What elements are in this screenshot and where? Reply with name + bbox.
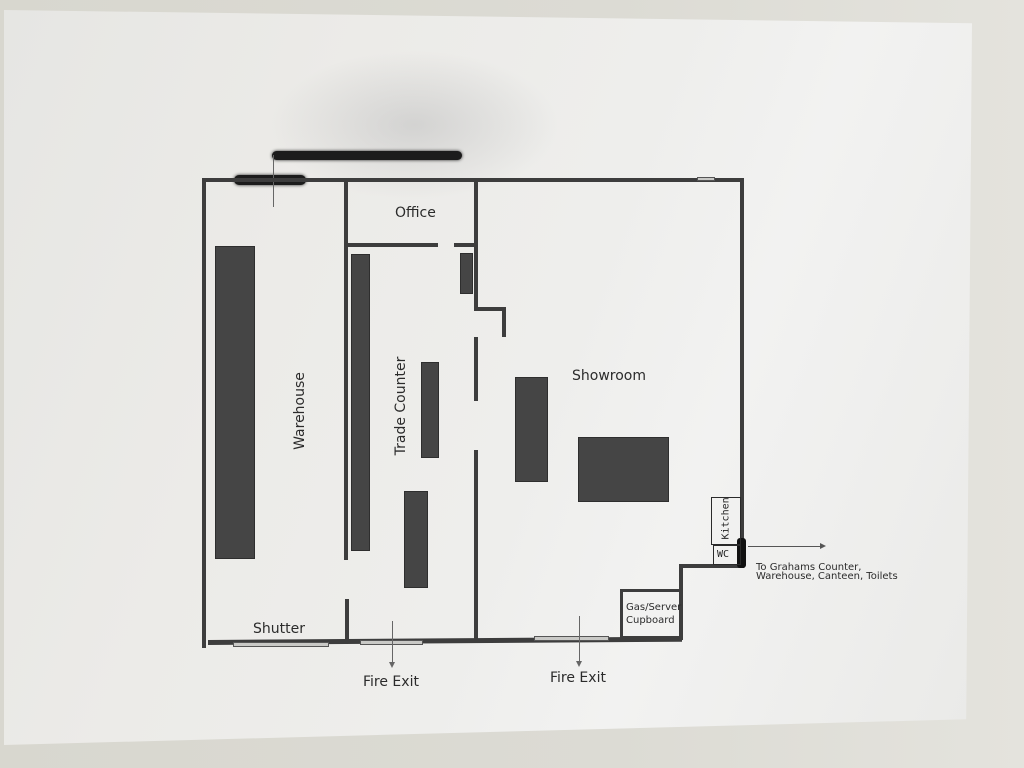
showroom-display-wide: [578, 437, 669, 502]
trade-showroom-wall-lower: [474, 450, 478, 640]
office-label: Office: [395, 205, 436, 221]
warehouse-racking: [215, 246, 255, 559]
wc-label: WC: [717, 549, 730, 560]
direction-note-line1: To Grahams Counter,: [756, 562, 862, 573]
fire-exit-2-label: Fire Exit: [550, 670, 606, 686]
paper-glare: [269, 50, 559, 200]
step-wall-horizontal: [680, 564, 744, 568]
fire-exit-2-arrow-icon: [576, 616, 582, 667]
office-side-unit: [460, 253, 473, 294]
showroom-label: Showroom: [572, 368, 646, 384]
paper-sheet: [4, 10, 972, 745]
jog-wall-horizontal: [474, 307, 506, 311]
office-bottom-wall-left: [348, 243, 438, 247]
jog-wall-vertical: [502, 307, 506, 337]
trade-counter-desk: [421, 362, 439, 458]
trade-counter-display: [404, 491, 428, 588]
outer-wall-top: [202, 178, 744, 182]
wc-box: [713, 545, 741, 565]
outer-wall-right: [740, 178, 744, 568]
trade-showroom-wall-mid: [474, 337, 478, 401]
showroom-display-tall: [515, 377, 548, 482]
direction-arrow-icon: [748, 543, 826, 549]
warehouse-trade-divider: [344, 182, 348, 560]
wc-door-marker: [737, 538, 746, 568]
fire-exit-1-arrow-icon: [389, 621, 395, 668]
fire-exit-door-2[interactable]: [534, 636, 609, 641]
trade-counter-label: Trade Counter: [393, 356, 409, 456]
trade-counter-racking: [351, 254, 370, 551]
redacted-title-scribble: [272, 151, 462, 160]
gas-server-label-line2: Cupboard: [626, 615, 675, 626]
gas-server-cupboard: [620, 589, 682, 639]
warehouse-label: Warehouse: [292, 372, 308, 450]
direction-note-line2: Warehouse, Canteen, Toilets: [756, 571, 898, 582]
gas-server-label-line1: Gas/Server: [626, 602, 682, 613]
outer-wall-left: [202, 178, 206, 648]
office-bottom-wall-right: [454, 243, 476, 247]
fire-exit-1-label: Fire Exit: [363, 674, 419, 690]
shutter-door[interactable]: [233, 642, 329, 647]
fire-exit-door-1[interactable]: [360, 640, 423, 645]
kitchen-label: Kitchen: [720, 497, 732, 540]
trade-showroom-wall-upper: [474, 182, 478, 310]
shutter-label: Shutter: [253, 621, 305, 637]
kitchen-box: [711, 497, 741, 545]
warehouse-trade-divider-stub: [345, 599, 349, 641]
top-right-window: [697, 177, 715, 181]
